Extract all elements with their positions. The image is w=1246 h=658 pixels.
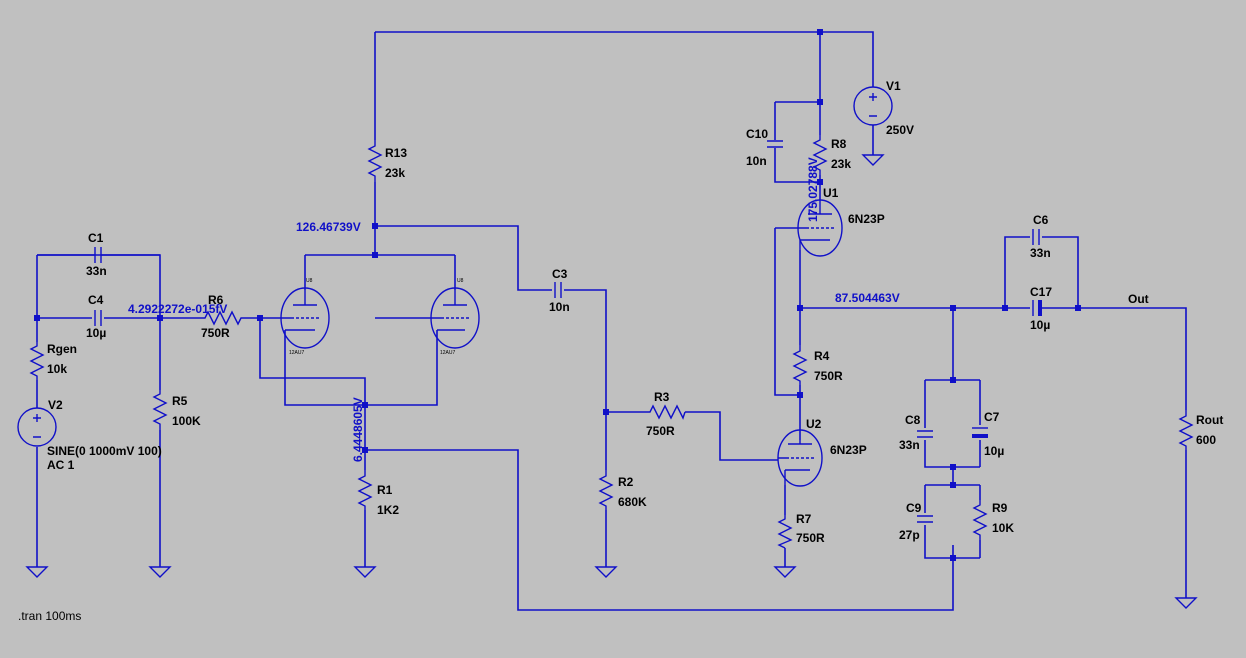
label-r13-value: 23k xyxy=(385,166,405,180)
label-r3-value: 750R xyxy=(646,424,675,438)
label-u2-value: 6N23P xyxy=(830,443,867,457)
label-v2-value2: AC 1 xyxy=(47,458,75,472)
node-voltages: 4.2922272e-015fV 126.46739V 6.4448605V 1… xyxy=(128,157,900,462)
label-u1-value: 6N23P xyxy=(848,212,885,226)
voltage-plate-u1: 175.02788V xyxy=(806,157,820,222)
label-c6-value: 33n xyxy=(1030,246,1051,260)
tube-b-name: U8 xyxy=(457,278,464,284)
label-c3-name: C3 xyxy=(552,267,568,281)
label-u1-name: U1 xyxy=(823,186,839,200)
tube-a-name: U8 xyxy=(306,278,313,284)
resistor-r13[interactable] xyxy=(367,140,383,182)
tube-12au7-b[interactable] xyxy=(430,287,480,349)
capacitor-c9[interactable] xyxy=(917,515,933,523)
label-r1-name: R1 xyxy=(377,483,393,497)
net-label-out: Out xyxy=(1128,292,1149,306)
resistor-r4[interactable] xyxy=(792,345,808,385)
label-c8-value: 33n xyxy=(899,438,920,452)
label-c17-name: C17 xyxy=(1030,285,1052,299)
label-r7-value: 750R xyxy=(796,531,825,545)
label-r3-name: R3 xyxy=(654,390,670,404)
spice-directive[interactable]: .tran 100ms xyxy=(18,609,81,623)
resistor-rout[interactable] xyxy=(1178,410,1194,450)
resistor-r9[interactable] xyxy=(972,500,988,540)
label-rgen-value: 10k xyxy=(47,362,67,376)
label-c7-name: C7 xyxy=(984,410,1000,424)
label-c1-value: 33n xyxy=(86,264,107,278)
component-labels: C1 33n C4 10µ Rgen 10k V2 SINE(0 1000mV … xyxy=(47,79,1223,545)
label-rout-name: Rout xyxy=(1196,413,1223,427)
tube-12au7-a[interactable] xyxy=(280,287,330,349)
label-r8-value: 23k xyxy=(831,157,851,171)
capacitor-c3[interactable] xyxy=(554,282,562,298)
label-r9-name: R9 xyxy=(992,501,1008,515)
label-r1-value: 1K2 xyxy=(377,503,399,517)
label-c7-value: 10µ xyxy=(984,444,1004,458)
voltage-cathode-a: 6.4448605V xyxy=(351,397,365,462)
label-v1-value: 250V xyxy=(886,123,914,137)
label-v2-value: SINE(0 1000mV 100) xyxy=(47,444,162,458)
resistor-r5[interactable] xyxy=(152,390,168,430)
label-c6-name: C6 xyxy=(1033,213,1049,227)
label-r4-value: 750R xyxy=(814,369,843,383)
label-r2-value: 680K xyxy=(618,495,647,509)
label-v2-name: V2 xyxy=(48,398,63,412)
resistor-r1[interactable] xyxy=(357,470,373,510)
voltage-plate-a: 126.46739V xyxy=(296,220,361,234)
label-r2-name: R2 xyxy=(618,475,634,489)
label-c4-name: C4 xyxy=(88,293,104,307)
capacitor-c1[interactable] xyxy=(37,247,160,263)
capacitor-c7[interactable] xyxy=(972,427,988,438)
resistor-r6[interactable] xyxy=(200,310,245,326)
label-r9-value: 10K xyxy=(992,521,1014,535)
resistor-r7[interactable] xyxy=(777,515,793,549)
label-r5-value: 100K xyxy=(172,414,201,428)
label-r7-name: R7 xyxy=(796,512,812,526)
label-rout-value: 600 xyxy=(1196,433,1216,447)
capacitor-c4[interactable] xyxy=(94,310,102,326)
label-v1-name: V1 xyxy=(886,79,901,93)
resistor-r3[interactable] xyxy=(645,404,686,420)
ground-symbols xyxy=(25,154,1198,609)
label-r6-name: R6 xyxy=(208,293,224,307)
label-c9-value: 27p xyxy=(899,528,920,542)
label-r13-name: R13 xyxy=(385,146,407,160)
label-r4-name: R4 xyxy=(814,349,830,363)
capacitor-c6[interactable] xyxy=(1032,229,1040,245)
label-r8-name: R8 xyxy=(831,137,847,151)
label-c10-value: 10n xyxy=(746,154,767,168)
label-c3-value: 10n xyxy=(549,300,570,314)
resistor-r8[interactable] xyxy=(812,135,828,175)
voltage-input-node: 4.2922272e-015fV xyxy=(128,302,227,316)
tube-u1[interactable] xyxy=(775,199,843,257)
tube-labels: U8 12AU7 U8 12AU7 xyxy=(289,278,464,356)
voltage-source-v1[interactable] xyxy=(853,86,893,126)
label-c9-name: C9 xyxy=(906,501,922,515)
capacitor-c10[interactable] xyxy=(767,140,783,148)
label-rgen-name: Rgen xyxy=(47,342,77,356)
voltage-output-node: 87.504463V xyxy=(835,291,900,305)
label-c8-name: C8 xyxy=(905,413,921,427)
resistor-rgen[interactable] xyxy=(29,342,45,380)
label-r5-name: R5 xyxy=(172,394,188,408)
tube-b-model: 12AU7 xyxy=(440,350,456,356)
label-c17-value: 10µ xyxy=(1030,318,1050,332)
tube-a-model: 12AU7 xyxy=(289,350,305,356)
resistor-r2[interactable] xyxy=(598,470,614,510)
capacitor-c8[interactable] xyxy=(917,430,933,438)
voltage-source-v2[interactable] xyxy=(17,407,57,447)
label-u2-name: U2 xyxy=(806,417,822,431)
label-c1-name: C1 xyxy=(88,231,104,245)
label-r6-value: 750R xyxy=(201,326,230,340)
junction-dots xyxy=(34,29,1081,561)
label-c10-name: C10 xyxy=(746,127,768,141)
label-c4-value: 10µ xyxy=(86,326,106,340)
capacitor-c17[interactable] xyxy=(1032,300,1042,316)
tube-u2[interactable] xyxy=(777,429,823,487)
